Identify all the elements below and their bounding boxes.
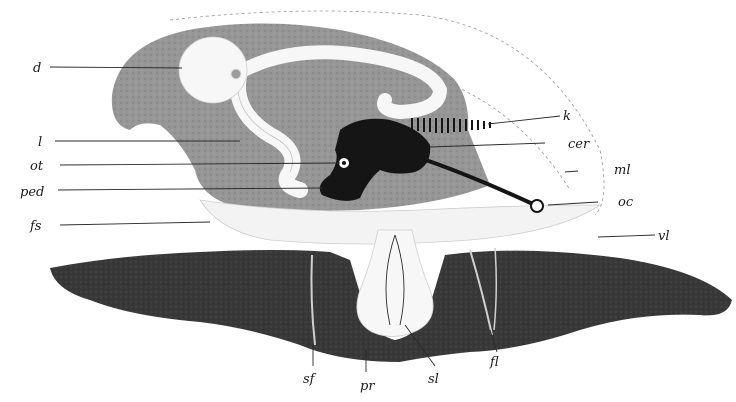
- label-ped: ped: [20, 185, 44, 200]
- label-d: d: [33, 61, 41, 76]
- funnel: [357, 230, 433, 337]
- label-ml: ml: [614, 163, 631, 178]
- label-fs: fs: [29, 219, 42, 234]
- label-ot: ot: [30, 159, 44, 174]
- eye-oc: [531, 200, 543, 212]
- label-pr: pr: [360, 379, 375, 394]
- otocyst-inner: [342, 161, 346, 165]
- label-vl: vl: [658, 229, 670, 244]
- label-fl: fl: [489, 355, 499, 370]
- label-l: l: [38, 135, 42, 150]
- label-sf: sf: [303, 372, 317, 387]
- label-cer: cer: [568, 137, 590, 152]
- label-oc: oc: [618, 195, 634, 210]
- label-k: k: [563, 109, 571, 124]
- sac-d-inner: [231, 69, 241, 79]
- label-sl: sl: [428, 372, 439, 387]
